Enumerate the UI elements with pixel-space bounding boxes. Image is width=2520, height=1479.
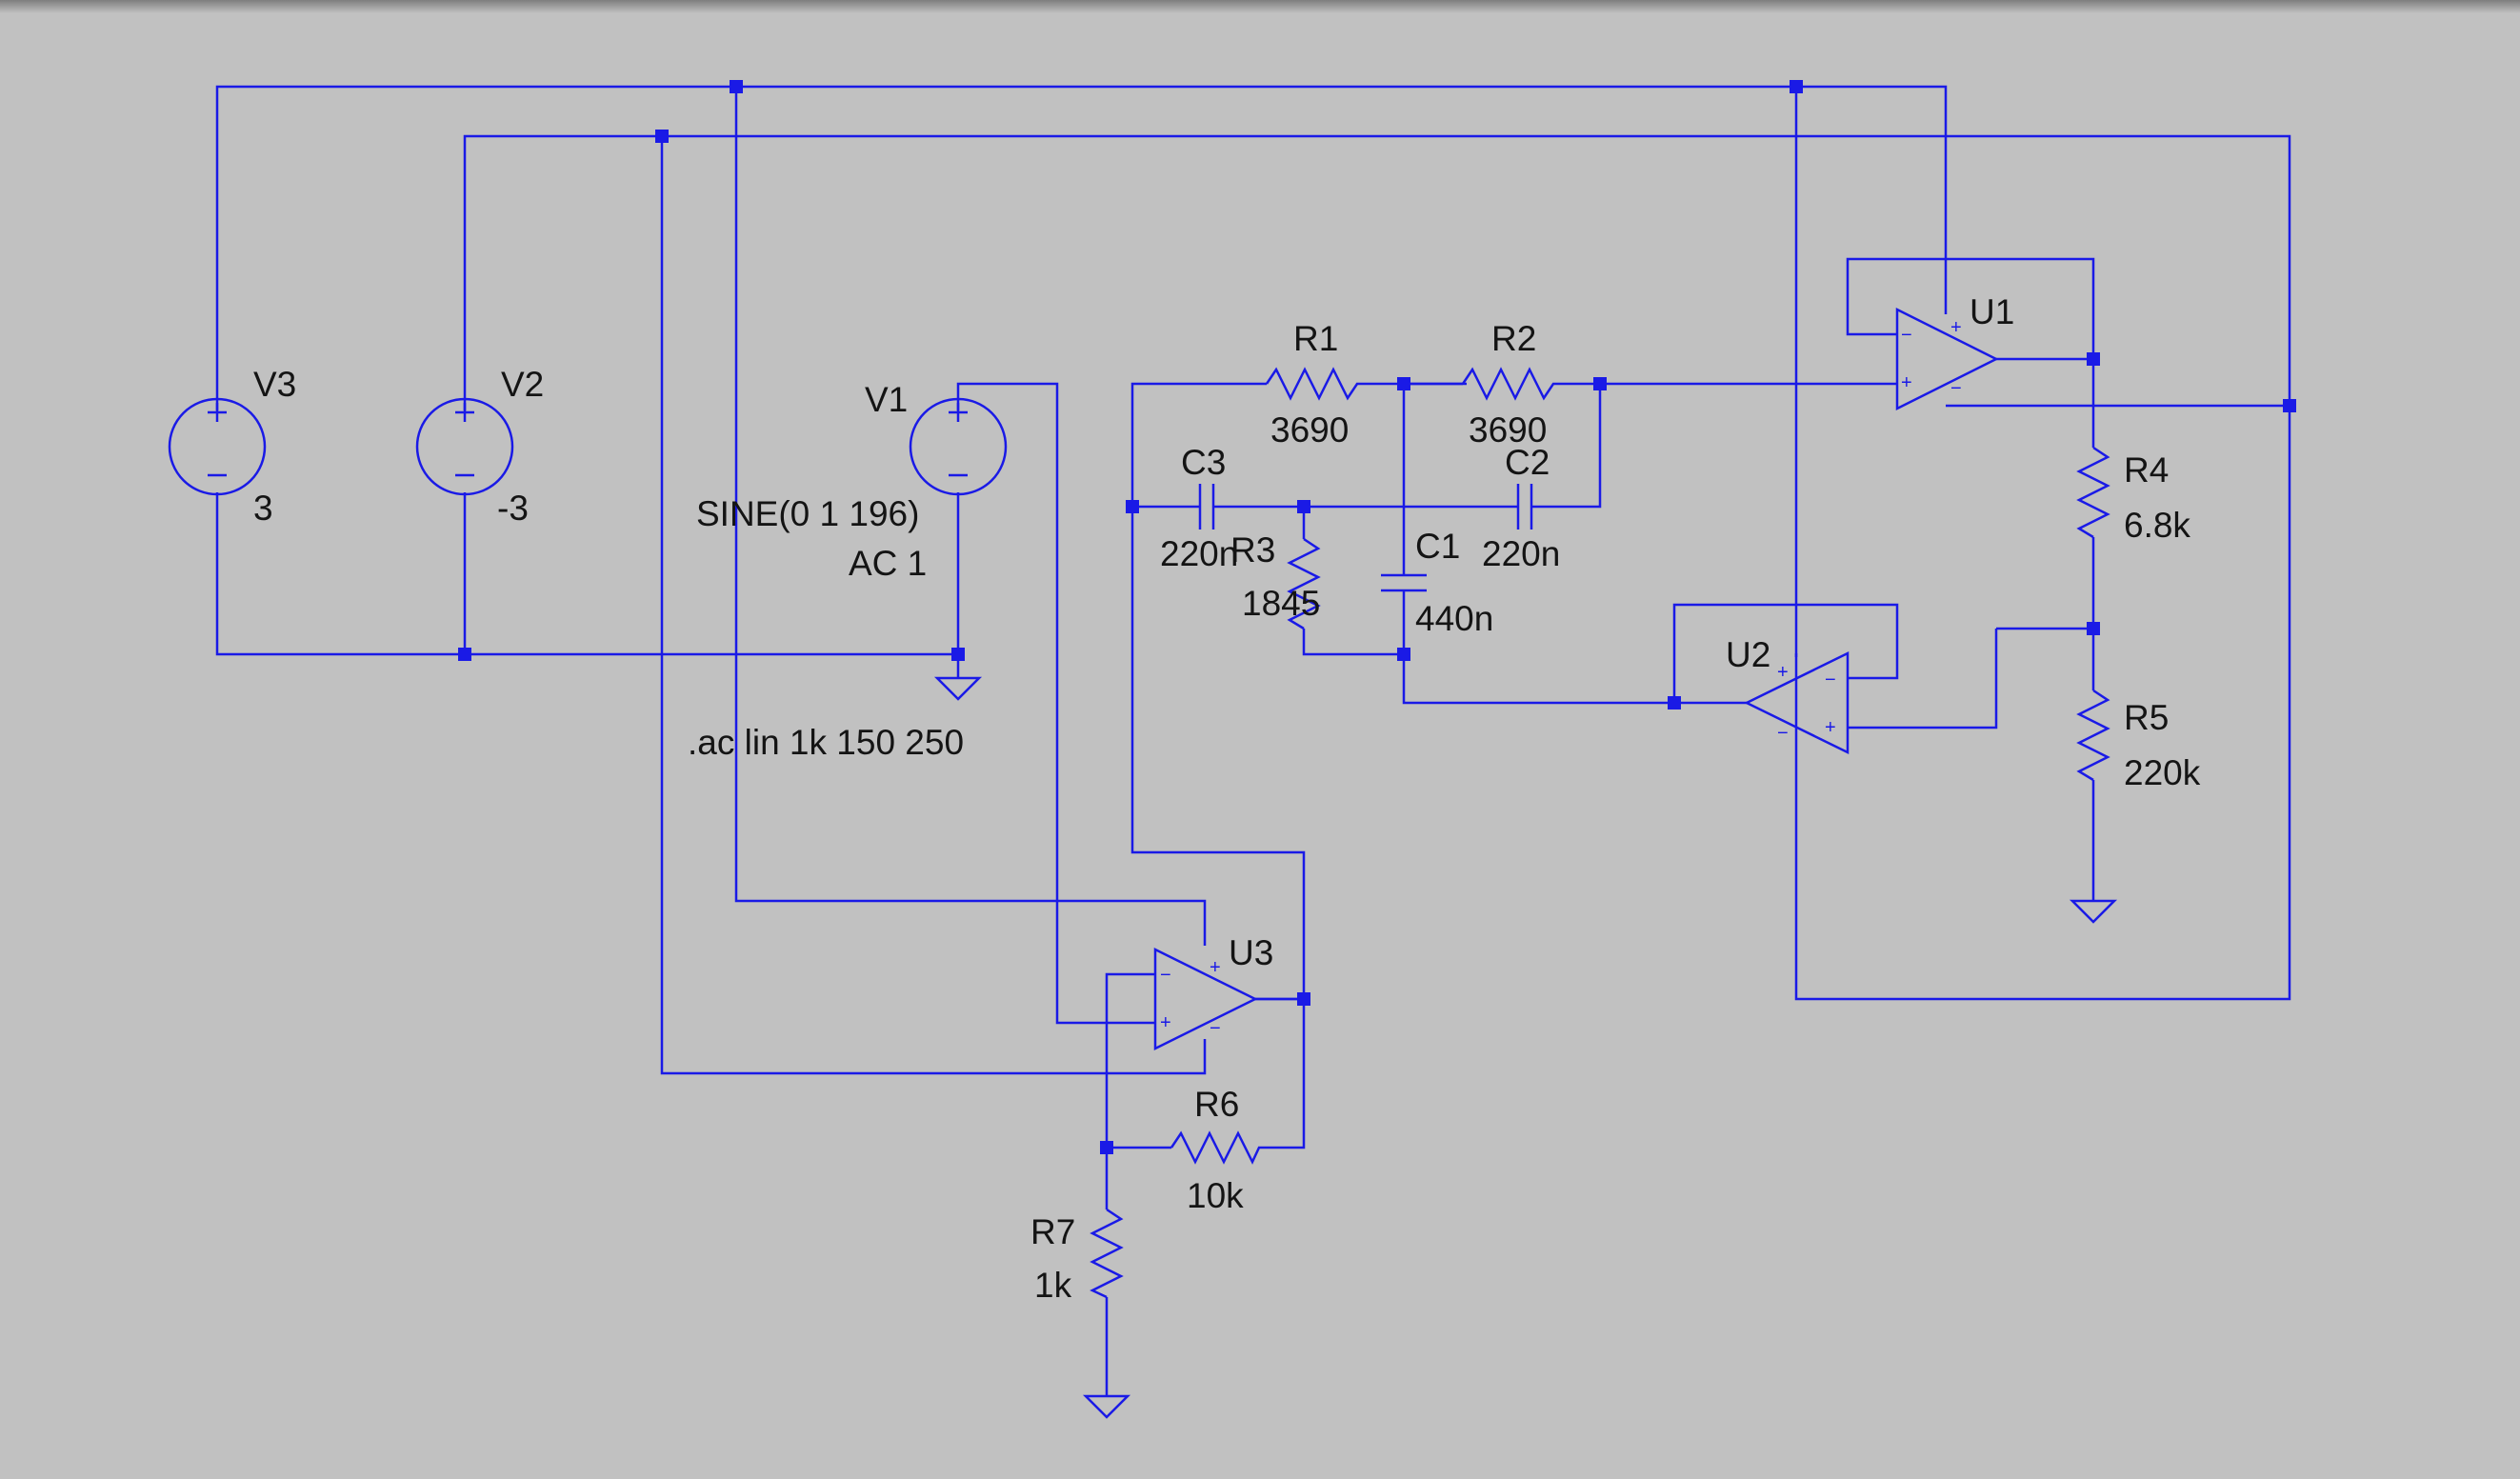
svg-text:+: + [1901,372,1912,393]
svg-text:+: + [1160,1012,1171,1033]
opamp-u1[interactable]: − + + − [1895,307,1999,411]
r3-label: R3 [1230,530,1275,570]
r1-value: 3690 [1270,410,1349,450]
v3-value: 3 [253,489,273,528]
opamp-u2[interactable]: − + + − [1744,650,1850,755]
svg-text:+: + [1825,717,1836,738]
c2-label: C2 [1505,443,1550,482]
svg-text:+: + [1777,662,1789,683]
r1-label: R1 [1293,319,1338,358]
r2-label: R2 [1491,319,1536,358]
svg-text:−: − [1210,1018,1221,1039]
svg-text:−: − [1950,378,1962,399]
source-v3[interactable] [168,397,267,496]
r6-label: R6 [1194,1085,1239,1124]
resistor-r7[interactable] [1090,1208,1124,1299]
window-top-shadow [0,0,2520,13]
u2-label: U2 [1726,635,1770,674]
resistor-r2[interactable] [1461,367,1560,401]
v3-label: V3 [253,365,296,404]
source-v2[interactable] [415,397,514,496]
resistor-r1[interactable] [1265,367,1364,401]
c2-value: 220n [1482,534,1560,573]
resistor-r3[interactable] [1287,537,1321,630]
resistor-r5[interactable] [2076,689,2110,782]
resistor-r6[interactable] [1170,1130,1264,1165]
svg-text:+: + [1210,957,1221,978]
opamp-u3[interactable]: − + + − [1153,947,1258,1051]
capacitor-c3[interactable] [1198,484,1215,530]
ground-symbol [2069,899,2118,924]
c3-label: C3 [1181,443,1226,482]
v1-label: V1 [865,380,908,419]
v2-label: V2 [501,365,544,404]
capacitor-c1[interactable] [1381,573,1427,592]
v1-ac-value: AC 1 [849,544,927,583]
ground-symbol [933,676,983,701]
c1-label: C1 [1415,527,1460,566]
v1-value: SINE(0 1 196) [696,494,919,533]
r2-value: 3690 [1469,410,1547,450]
svg-text:−: − [1901,325,1912,346]
svg-text:+: + [1950,317,1962,338]
r4-value: 6.8k [2124,506,2190,545]
r4-label: R4 [2124,450,2169,490]
u3-label: U3 [1229,933,1273,972]
c3-value: 220n [1160,534,1238,573]
source-v1[interactable] [909,397,1008,496]
u1-label: U1 [1970,292,2014,331]
r6-value: 10k [1187,1176,1244,1215]
svg-text:−: − [1160,965,1171,986]
v2-value: -3 [497,489,529,528]
resistor-r4[interactable] [2076,446,2110,539]
svg-text:−: − [1825,670,1836,690]
r5-value: 220k [2124,753,2201,792]
r7-label: R7 [1030,1212,1075,1251]
ground-symbol [1082,1394,1131,1419]
r7-value: 1k [1034,1266,1072,1305]
capacitor-c2[interactable] [1516,484,1533,530]
spice-directive: .ac lin 1k 150 250 [688,723,964,762]
svg-text:−: − [1777,723,1789,744]
c1-value: 440n [1415,599,1493,638]
wires [215,85,2291,1396]
r3-value: 1845 [1242,584,1320,623]
r5-label: R5 [2124,698,2169,737]
junctions [458,80,2296,1154]
